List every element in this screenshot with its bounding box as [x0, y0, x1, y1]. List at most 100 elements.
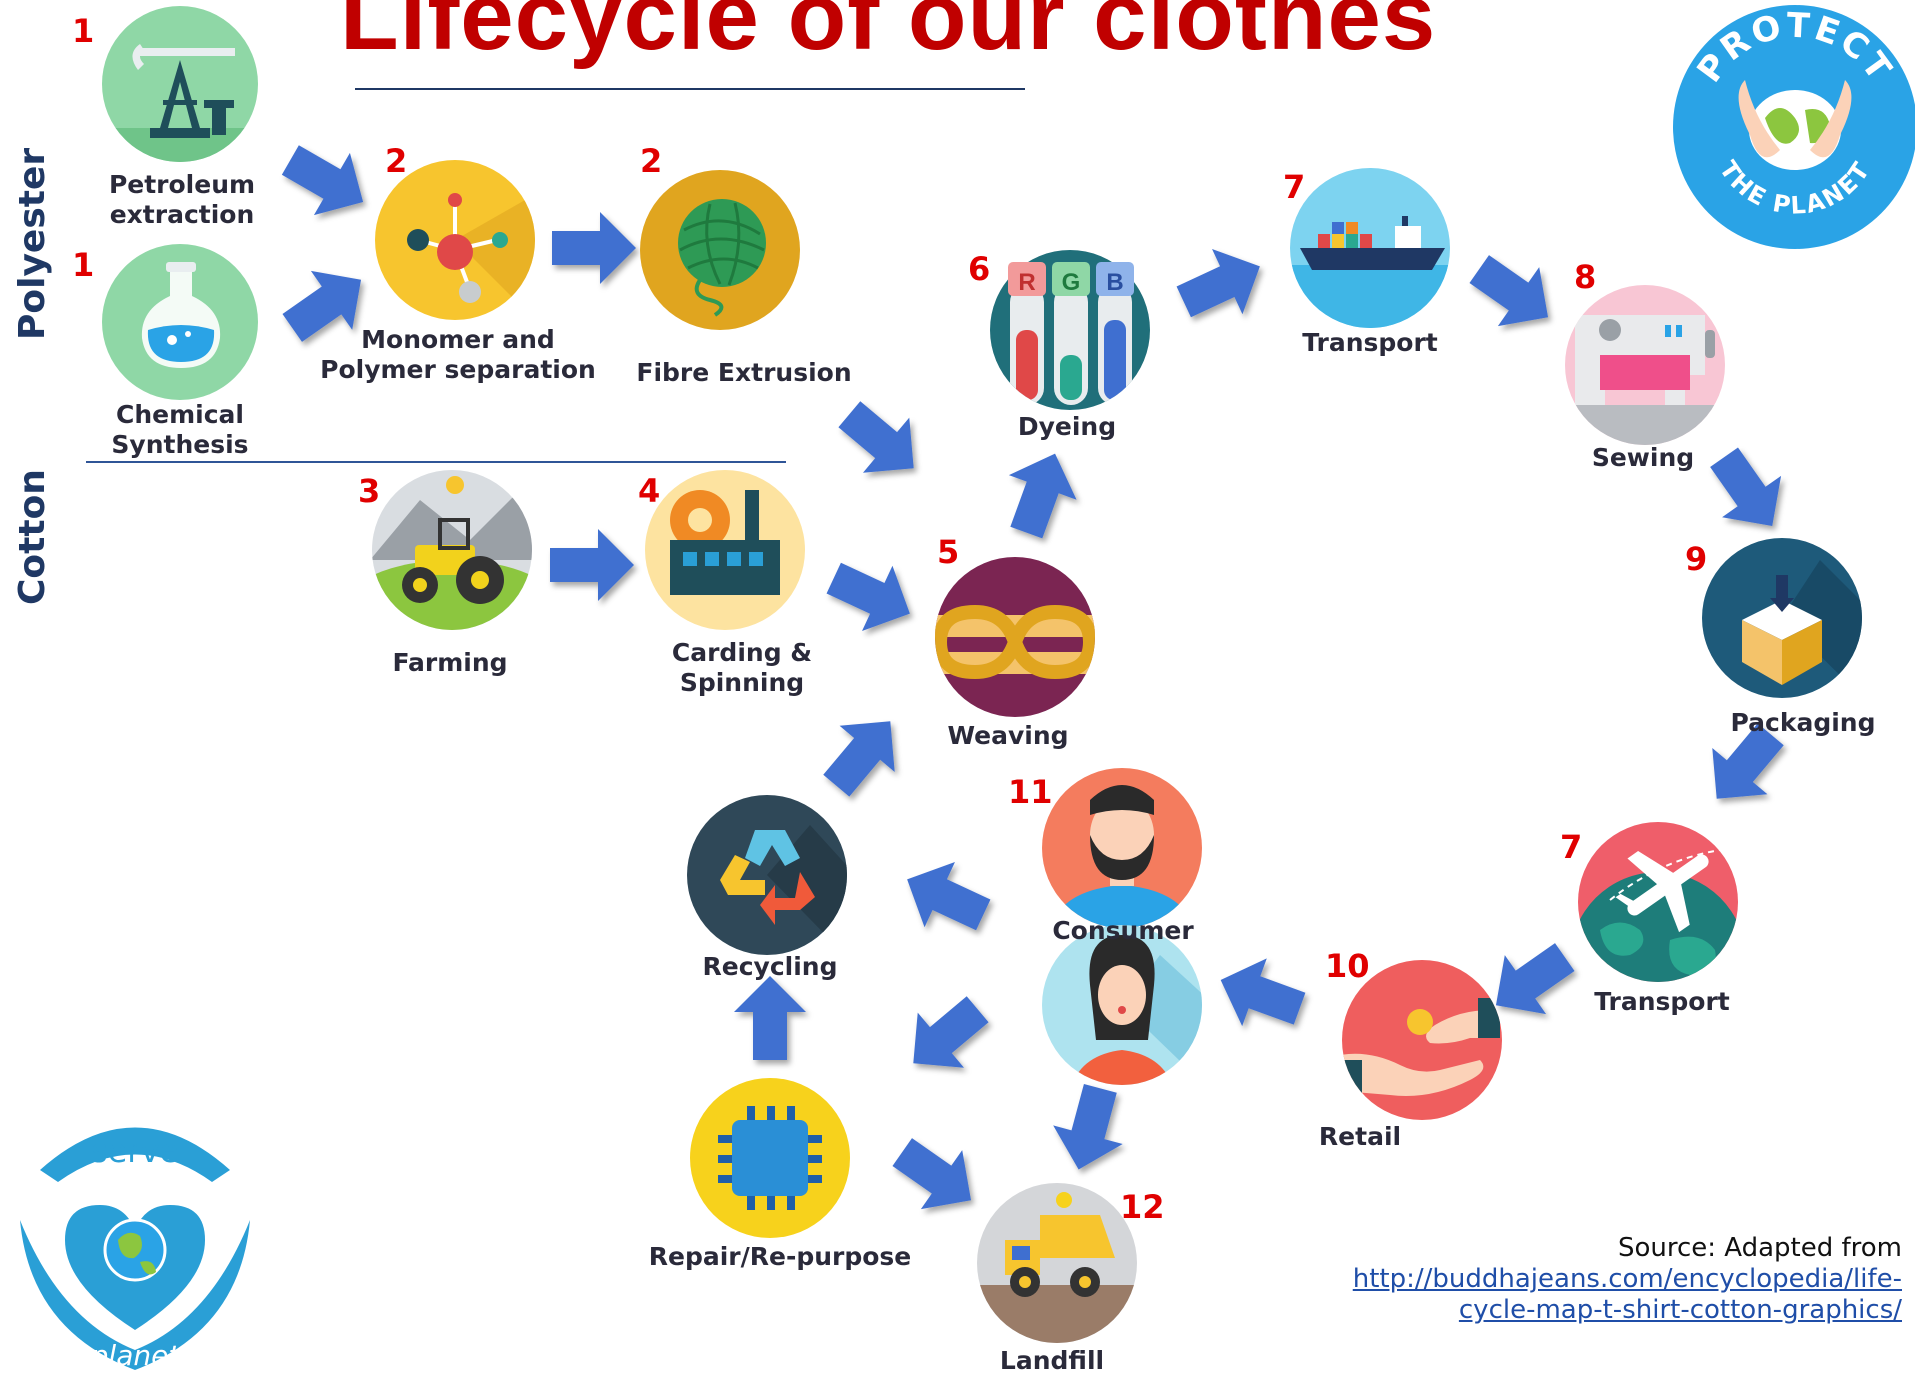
label-line: Repair/Re-purpose [648, 1242, 912, 1271]
label-fibre: Fibre Extrusion [636, 358, 851, 388]
repair-repurpose-icon [690, 1078, 850, 1238]
arrow-fibre-to-weaving [838, 401, 914, 473]
label-farming: Farming [392, 648, 507, 678]
source-link-line2[interactable]: cycle-map-t-shirt-cotton-graphics/ [1458, 1295, 1902, 1325]
step-number: 2 [640, 142, 663, 180]
arrow-weaving-to-dyeing [1008, 453, 1077, 539]
label-line: Retail [1318, 1122, 1402, 1151]
sewing-machine-icon [1565, 285, 1725, 445]
chemical-synthesis-icon [102, 244, 258, 400]
retail-payment-icon [1342, 960, 1502, 1120]
step-number: 12 [1120, 1188, 1165, 1226]
step-number: 1 [72, 12, 95, 50]
serve-the-planet-logo: serve the planet [20, 1127, 250, 1372]
arrow-recycling-to-weaving [823, 721, 895, 797]
carding-spinning-icon [645, 470, 805, 630]
arrow-sewing-to-packaging [1710, 447, 1782, 527]
page-title: Lifecycle of our clothes [340, 0, 1437, 70]
label-consumer: Consumer [1052, 916, 1193, 946]
label-line: Transport [1302, 328, 1438, 357]
step-number: 6 [968, 250, 991, 288]
fibre-extrusion-icon [640, 170, 800, 330]
arrow-consumer-to-landfill [1053, 1083, 1123, 1170]
cargo-ship-icon [1290, 168, 1450, 328]
recycling-icon [687, 795, 847, 955]
arrow-farming-to-carding [550, 529, 634, 601]
arrow-chemical-to-monomer [282, 270, 362, 342]
packaging-icon [1702, 538, 1862, 698]
arrow-air-to-retail [1495, 943, 1575, 1015]
step-number: 3 [358, 472, 381, 510]
arrow-monomer-to-fibre [552, 212, 636, 284]
step-number: 7 [1283, 168, 1306, 206]
arrow-packaging-to-air [1712, 723, 1784, 799]
label-packaging: Packaging [1731, 708, 1876, 738]
label-landfill: Landfill [1000, 1346, 1104, 1376]
label-line: Synthesis [111, 430, 249, 459]
step-number: 7 [1560, 828, 1583, 866]
step-number: 9 [1685, 540, 1708, 578]
label-line: Transport [1594, 987, 1730, 1016]
step-number: 1 [72, 246, 95, 284]
label-line: Dyeing [1017, 412, 1117, 441]
label-retail: Retail [1319, 1122, 1401, 1152]
title-underline [355, 88, 1025, 90]
arrow-ship-to-sewing [1469, 255, 1549, 327]
label-line: Spinning [679, 668, 805, 697]
label-line: Weaving [947, 721, 1069, 750]
petroleum-extraction-icon [102, 6, 258, 162]
arrow-repair-to-recycling [734, 976, 806, 1060]
dye-letter-g: G [1062, 269, 1081, 296]
label-sewing: Sewing [1592, 443, 1694, 473]
label-petroleum: Petroleum extraction [109, 170, 255, 230]
arrow-retail-to-consumer [1220, 958, 1306, 1027]
dye-letter-b: B [1106, 269, 1123, 296]
label-repair: Repair/Re-purpose [649, 1242, 912, 1272]
label-weaving: Weaving [947, 721, 1068, 751]
step-number: 11 [1008, 773, 1053, 811]
label-line: Carding & [671, 638, 813, 667]
airplane-globe-icon [1578, 822, 1738, 982]
arrow-carding-to-weaving [826, 562, 910, 632]
label-dyeing: Dyeing [1018, 412, 1116, 442]
step-number: 10 [1325, 947, 1370, 985]
label-line: Farming [392, 648, 508, 677]
consumer-man-icon [1042, 768, 1202, 928]
step-number: 5 [937, 533, 960, 571]
section-divider [86, 461, 786, 463]
label-line: extraction [109, 200, 255, 229]
monomer-polymer-icon [375, 160, 535, 320]
label-line: Landfill [999, 1346, 1105, 1375]
label-line: Recycling [702, 952, 838, 981]
logo-serve-text: serve [91, 1132, 179, 1170]
protect-the-planet-logo: PROTECT THE PLANET [1673, 5, 1915, 249]
dyeing-icon: R G B [990, 250, 1150, 410]
arrow-consumer-to-repair [913, 996, 989, 1068]
label-monomer: Monomer and Polymer separation [320, 325, 596, 385]
weaving-icon [935, 557, 1095, 717]
source-link-line1[interactable]: http://buddhajeans.com/encyclopedia/life… [1352, 1264, 1902, 1294]
label-line: Chemical [116, 400, 244, 429]
step-number: 8 [1574, 258, 1597, 296]
label-line: Polymer separation [320, 355, 596, 384]
step-number: 4 [638, 472, 661, 510]
consumer-woman-icon [1042, 925, 1202, 1085]
arrow-petroleum-to-monomer [281, 145, 364, 216]
label-chemical: Chemical Synthesis [111, 400, 248, 460]
arrow-dyeing-to-ship [1176, 248, 1260, 318]
label-recycling: Recycling [703, 952, 838, 982]
label-transport-ship: Transport [1302, 328, 1438, 358]
logo-the-text: the [122, 1165, 148, 1184]
label-transport-air: Transport [1594, 987, 1730, 1017]
label-line: Sewing [1591, 443, 1695, 472]
farming-icon [372, 470, 532, 630]
logo-planet-text: planet [90, 1339, 181, 1372]
source-prefix: Source: Adapted from [1617, 1233, 1902, 1263]
label-line: Fibre Extrusion [636, 358, 852, 387]
arrow-consumer-to-recycling [907, 861, 991, 931]
label-line: Packaging [1730, 708, 1876, 737]
step-number: 2 [385, 142, 408, 180]
source-note: Source: Adapted from http://buddhajeans.… [1353, 1233, 1902, 1326]
label-line: Consumer [1052, 916, 1194, 945]
